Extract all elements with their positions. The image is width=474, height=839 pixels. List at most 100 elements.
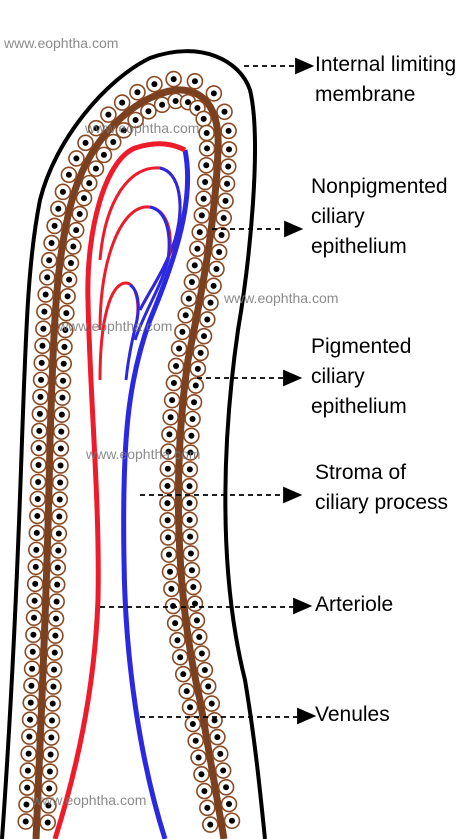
cell-nucleus — [166, 431, 173, 438]
cell-nucleus — [57, 462, 64, 469]
cell-nucleus — [30, 631, 37, 638]
cell-nucleus — [198, 212, 205, 219]
cell-nucleus — [187, 449, 194, 456]
cell-nucleus — [174, 637, 181, 644]
cell-nucleus — [35, 445, 42, 452]
cell-nucleus — [54, 564, 61, 571]
cell-nucleus — [159, 101, 166, 108]
cell-nucleus — [46, 768, 53, 775]
cell-nucleus — [189, 416, 196, 423]
cell-nucleus — [35, 478, 42, 485]
cell-nucleus — [37, 393, 44, 400]
cell-nucleus — [73, 227, 80, 234]
cell-nucleus — [186, 516, 193, 523]
cell-nucleus — [55, 547, 62, 554]
cell-nucleus — [47, 751, 54, 758]
cell-nucleus — [201, 667, 208, 674]
cell-nucleus — [40, 325, 47, 332]
cell-nucleus — [58, 428, 65, 435]
cell-nucleus — [190, 583, 197, 590]
cell-nucleus — [176, 345, 183, 352]
cell-nucleus — [217, 750, 224, 757]
cell-nucleus — [57, 445, 64, 452]
cell-nucleus — [119, 99, 126, 106]
cell-nucleus — [53, 615, 60, 622]
cell-nucleus — [195, 754, 202, 761]
cell-nucleus — [22, 818, 29, 825]
cell-nucleus — [225, 163, 232, 170]
cell-nucleus — [204, 316, 211, 323]
cell-nucleus — [86, 180, 93, 187]
cell-nucleus — [60, 360, 67, 367]
label-internal-limiting-membrane: Internal limiting membrane — [315, 53, 457, 106]
venule-loop-1 — [138, 166, 182, 311]
cell-nucleus — [51, 222, 58, 229]
cell-nucleus — [197, 349, 204, 356]
cell-nucleus — [188, 567, 195, 574]
cell-nucleus — [222, 197, 229, 204]
arteriole-loop-2 — [98, 205, 172, 331]
cell-nucleus — [24, 784, 31, 791]
cell-nucleus — [179, 328, 186, 335]
cell-nucleus — [70, 243, 77, 250]
cell-nucleus — [33, 546, 40, 553]
cell-nucleus — [187, 704, 194, 711]
cell-nucleus — [38, 376, 45, 383]
cell-nucleus — [196, 229, 203, 236]
cell-nucleus — [172, 98, 179, 105]
cell-nucleus — [200, 195, 207, 202]
cell-nucleus — [110, 139, 117, 146]
arteriole-vessel — [52, 141, 187, 839]
cell-nucleus — [210, 90, 217, 97]
cell-nucleus — [58, 411, 65, 418]
cell-nucleus — [44, 274, 51, 281]
cell-nucleus — [38, 359, 45, 366]
cell-nucleus — [56, 513, 63, 520]
cell-nucleus — [29, 665, 36, 672]
cell-nucleus — [186, 483, 193, 490]
cell-nucleus — [186, 466, 193, 473]
cell-nucleus — [61, 343, 68, 350]
cell-nucleus — [170, 603, 177, 610]
cell-nucleus — [211, 717, 218, 724]
cell-nucleus — [105, 111, 112, 118]
arrowhead-nonpigmented-epithelium — [284, 220, 304, 238]
cell-nucleus — [24, 767, 31, 774]
cell-nucleus — [82, 139, 89, 146]
cell-nucleus — [192, 382, 199, 389]
cell-nucleus — [204, 145, 211, 152]
cell-nucleus — [62, 326, 69, 333]
cell-nucleus — [80, 195, 87, 202]
cell-nucleus — [196, 633, 203, 640]
cell-nucleus — [51, 649, 58, 656]
cell-nucleus — [42, 291, 49, 298]
cell-nucleus — [216, 249, 223, 256]
watermark-5: www.eophtha.com — [86, 446, 201, 462]
cell-nucleus — [165, 448, 172, 455]
cell-nucleus — [224, 180, 231, 187]
cell-nucleus — [204, 804, 211, 811]
cell-nucleus — [165, 534, 172, 541]
cell-nucleus — [167, 568, 174, 575]
cell-nucleus — [220, 214, 227, 221]
cell-nucleus — [187, 533, 194, 540]
cell-nucleus — [27, 699, 34, 706]
cell-nucleus — [226, 146, 233, 153]
label-pigmented-ciliary-epithelium: Pigmented ciliary epithelium — [311, 335, 412, 418]
cell-nucleus — [180, 671, 187, 678]
cell-nucleus — [55, 530, 62, 537]
cell-nucleus — [182, 312, 189, 319]
watermark-3: www.eophtha.com — [224, 290, 339, 306]
cell-nucleus — [31, 614, 38, 621]
cell-nucleus — [32, 580, 39, 587]
cell-nucleus — [191, 262, 198, 269]
cell-nucleus — [55, 205, 62, 212]
cell-nucleus — [44, 819, 51, 826]
cell-nucleus — [59, 188, 66, 195]
arrowhead-venules — [297, 707, 317, 725]
cell-nucleus — [48, 240, 55, 247]
cell-nucleus — [53, 598, 60, 605]
label-venules: Venules — [315, 703, 390, 726]
cell-nucleus — [191, 600, 198, 607]
